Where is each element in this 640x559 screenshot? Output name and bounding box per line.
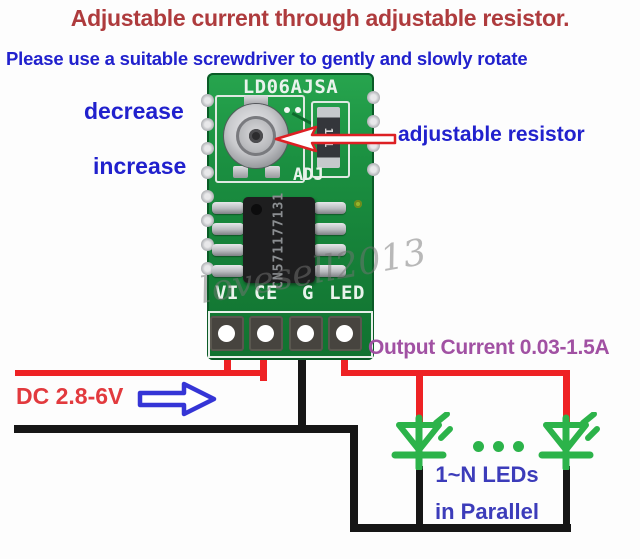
pads-silk-outline [208,311,373,358]
castellation [201,190,214,203]
wire-red-bus-left [15,370,267,376]
pad-hole [336,325,353,342]
wire-black-bus-bottom [350,524,571,532]
output-current-label: Output Current 0.03-1.5A [368,336,610,359]
wire-ce-stub [260,350,267,381]
leds-count-label: 1~N LEDs [435,462,539,487]
ellipsis-dot [493,441,504,452]
ic-pin [212,223,244,235]
solder-pad-g [289,316,323,351]
fiducial-dot [295,107,301,113]
leds-parallel-label: in Parallel [435,499,539,524]
castellation [367,115,380,128]
wire-led1-cathode [416,466,423,528]
ellipsis-dot [513,441,524,452]
castellation [367,91,380,104]
potentiometer-tab [233,166,248,178]
decrease-label: decrease [84,98,184,124]
pin-label-led: LED [329,282,365,304]
castellation [201,262,214,275]
pin-label-vi: VI [215,282,239,304]
pad-hole [218,325,235,342]
wire-red-bus-right [341,370,570,376]
wire-vi-stub [224,350,231,374]
dc-input-arrow [137,381,217,417]
ic-pin [212,265,244,277]
pad-hole [297,325,314,342]
wire-red-branch-left [416,370,423,422]
potentiometer-screw-slot [249,129,263,143]
wire-led2-cathode [563,466,570,528]
castellation [201,214,214,227]
adjustable-resistor-arrow [274,125,397,153]
solder-pad-vi [210,316,244,351]
wire-led-stub [341,350,348,374]
ic-pin [212,244,244,256]
increase-label: increase [93,153,187,179]
wire-black-elbow [350,425,358,531]
pin-label-ce: CE [254,282,278,304]
ic-pin [212,202,244,214]
dc-input-label: DC 2.8-6V [16,383,124,409]
solder-pad-led [328,316,362,351]
ic-pin [314,244,346,256]
solder-pad-ce [249,316,283,351]
wire-gnd-stub [298,350,306,432]
ic-pin [314,202,346,214]
wire-black-bus-left [14,425,358,433]
adj-silkscreen: ADJ [293,165,324,185]
wire-red-elbow-right [563,370,570,422]
led2-symbol [538,412,600,470]
castellation [201,142,214,155]
instruction-text: Please use a suitable screwdriver to gen… [6,48,528,69]
ic-pin1-marker [251,204,262,215]
ic-pin [314,265,346,277]
pin-label-g: G [302,282,314,304]
fiducial-dot [284,107,290,113]
pad-hole [257,325,274,342]
module-model-silkscreen: LD06AJSA [242,76,339,98]
pin-labels-row: VI CE G LED [207,282,374,308]
castellation [201,118,214,131]
castellation [201,238,214,251]
castellation [367,163,380,176]
castellation [201,94,214,107]
ellipsis-dot [473,441,484,452]
ic-pin [314,223,346,235]
led-driver-module: LD06AJSA 121 ADJ C [201,73,380,360]
castellation [201,166,214,179]
adjustable-resistor-label: adjustable resistor [398,123,585,146]
potentiometer-tab [265,166,280,178]
pcb-via [354,200,362,208]
led1-symbol [391,412,453,470]
page-title: Adjustable current through adjustable re… [70,5,570,31]
